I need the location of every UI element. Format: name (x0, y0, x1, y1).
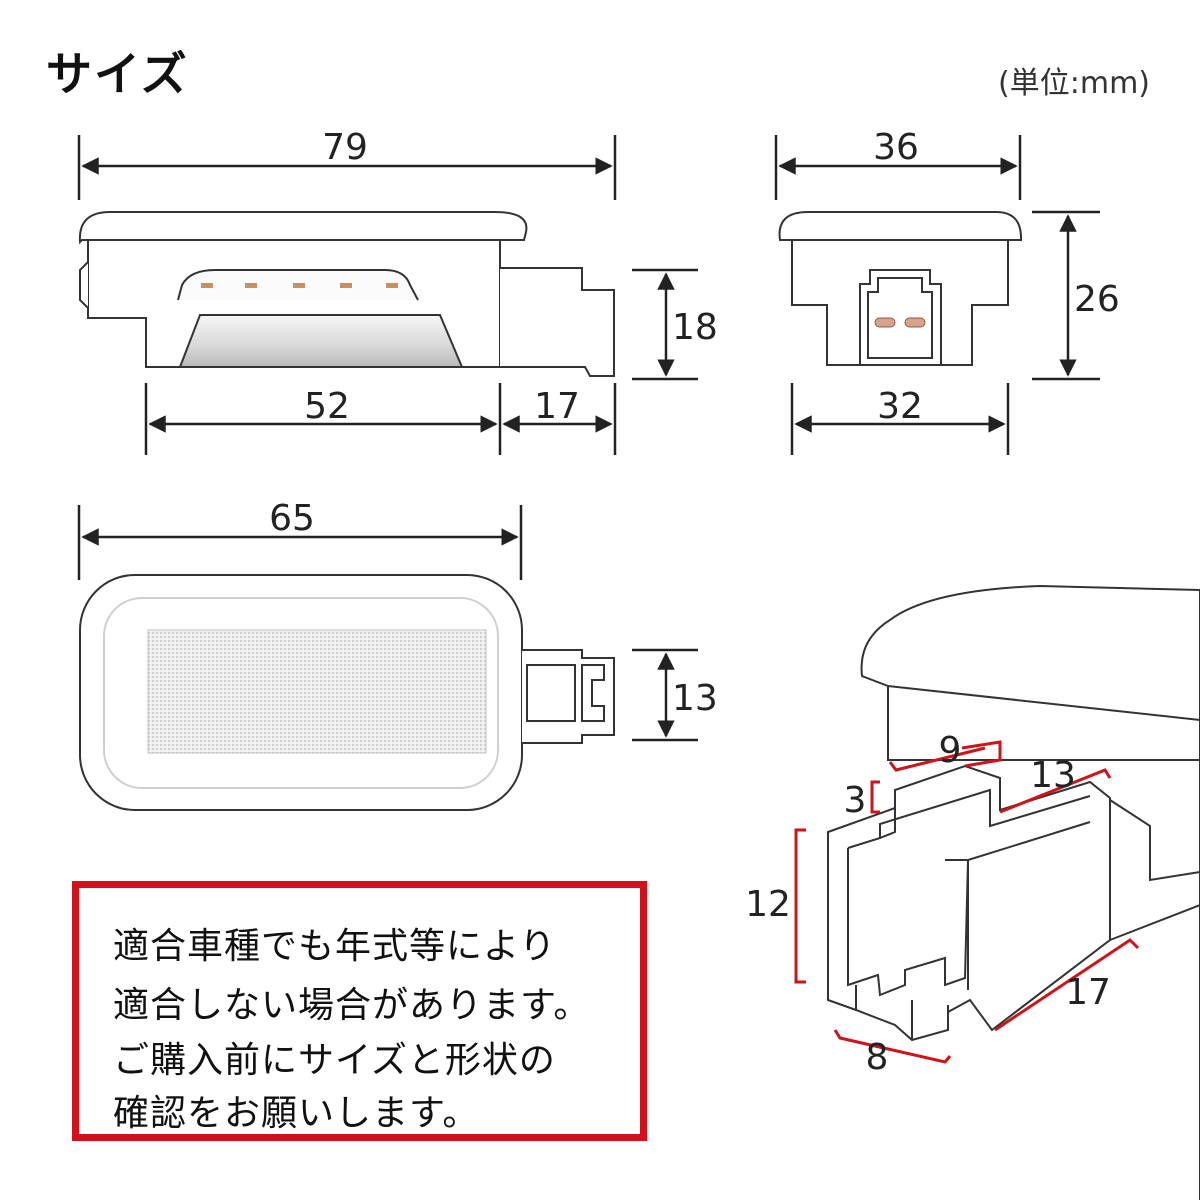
dim-label-13: 13 (672, 678, 718, 719)
dim-label-17: 17 (534, 386, 580, 427)
front-flange (778, 211, 1023, 241)
front-dimension-lines (774, 135, 1100, 455)
front-view: 36 32 26 (774, 127, 1120, 455)
notice-line: ご購入前にサイズと形状の (113, 1040, 556, 1081)
top-dimension-lines (77, 505, 698, 742)
led-chips (201, 283, 398, 288)
lamp-body-edge (887, 685, 1200, 721)
side-view-body (78, 211, 615, 377)
dim-label-65: 65 (269, 498, 315, 539)
bracket-3 (870, 780, 880, 814)
page-title: サイズ (46, 47, 189, 101)
shell-rib (879, 808, 896, 839)
dim-label-17-connector: 17 (1065, 972, 1111, 1013)
front-view-body (778, 211, 1023, 366)
top-lens-area (147, 629, 487, 754)
top-inner-rim (103, 597, 499, 789)
side-dimension-lines (77, 135, 698, 455)
led-chip (386, 283, 398, 288)
shell-divider (945, 859, 969, 990)
bracket-9 (961, 740, 1002, 768)
led-chip (245, 283, 257, 288)
lamp-body-step (1109, 799, 1200, 882)
side-lens (178, 314, 464, 368)
dim-label-26: 26 (1074, 279, 1120, 320)
shell-cavity (847, 821, 1091, 997)
lamp-body-base (1109, 904, 1200, 941)
notice-line: 適合車種でも年式等により (113, 926, 557, 967)
bracket-12 (794, 828, 806, 984)
led-chip (340, 283, 352, 288)
pin-contact (904, 317, 926, 328)
shell-top-inner (847, 788, 1091, 849)
dim-label-52: 52 (304, 386, 350, 427)
unit-label: (単位:mm) (998, 66, 1150, 101)
pin-contact (874, 317, 896, 328)
top-connector-latch (581, 664, 605, 722)
led-chip (201, 283, 213, 288)
dim-label-8: 8 (866, 1037, 889, 1078)
dim-label-18: 18 (672, 307, 718, 348)
side-connector (500, 267, 615, 377)
connector-dimension-brackets (794, 740, 1140, 1064)
side-clip (79, 261, 89, 309)
front-connector-inner (867, 277, 933, 359)
connector-isometric-view: 9 13 3 12 17 8 (745, 584, 1200, 1200)
side-view: 79 52 17 18 (77, 127, 718, 455)
led-chip (293, 283, 305, 288)
side-flange (78, 211, 528, 245)
bracket-13 (888, 746, 1112, 814)
notice-line: 確認をお願いします。 (113, 1093, 480, 1134)
dim-label-79: 79 (322, 127, 368, 168)
bracket-8 (833, 1029, 952, 1064)
dim-label-12: 12 (745, 884, 791, 925)
dim-label-3: 3 (844, 780, 867, 821)
notice-line: 適合しない場合があります。 (113, 985, 591, 1026)
lamp-body-corner (860, 584, 1200, 1200)
notice-box: 適合車種でも年式等により 適合しない場合があります。 ご購入前にサイズと形状の … (72, 881, 647, 1141)
connector-housing (827, 584, 1200, 1200)
dim-label-13-connector: 13 (1030, 755, 1076, 796)
dim-label-32: 32 (877, 386, 923, 427)
top-connector-slot (526, 664, 576, 722)
dim-label-36: 36 (873, 127, 919, 168)
bracket-17 (994, 938, 1140, 1032)
top-view: 65 13 (77, 498, 718, 811)
shell-feet (855, 985, 949, 1040)
dim-label-9: 9 (939, 730, 962, 771)
top-view-body (79, 574, 615, 811)
